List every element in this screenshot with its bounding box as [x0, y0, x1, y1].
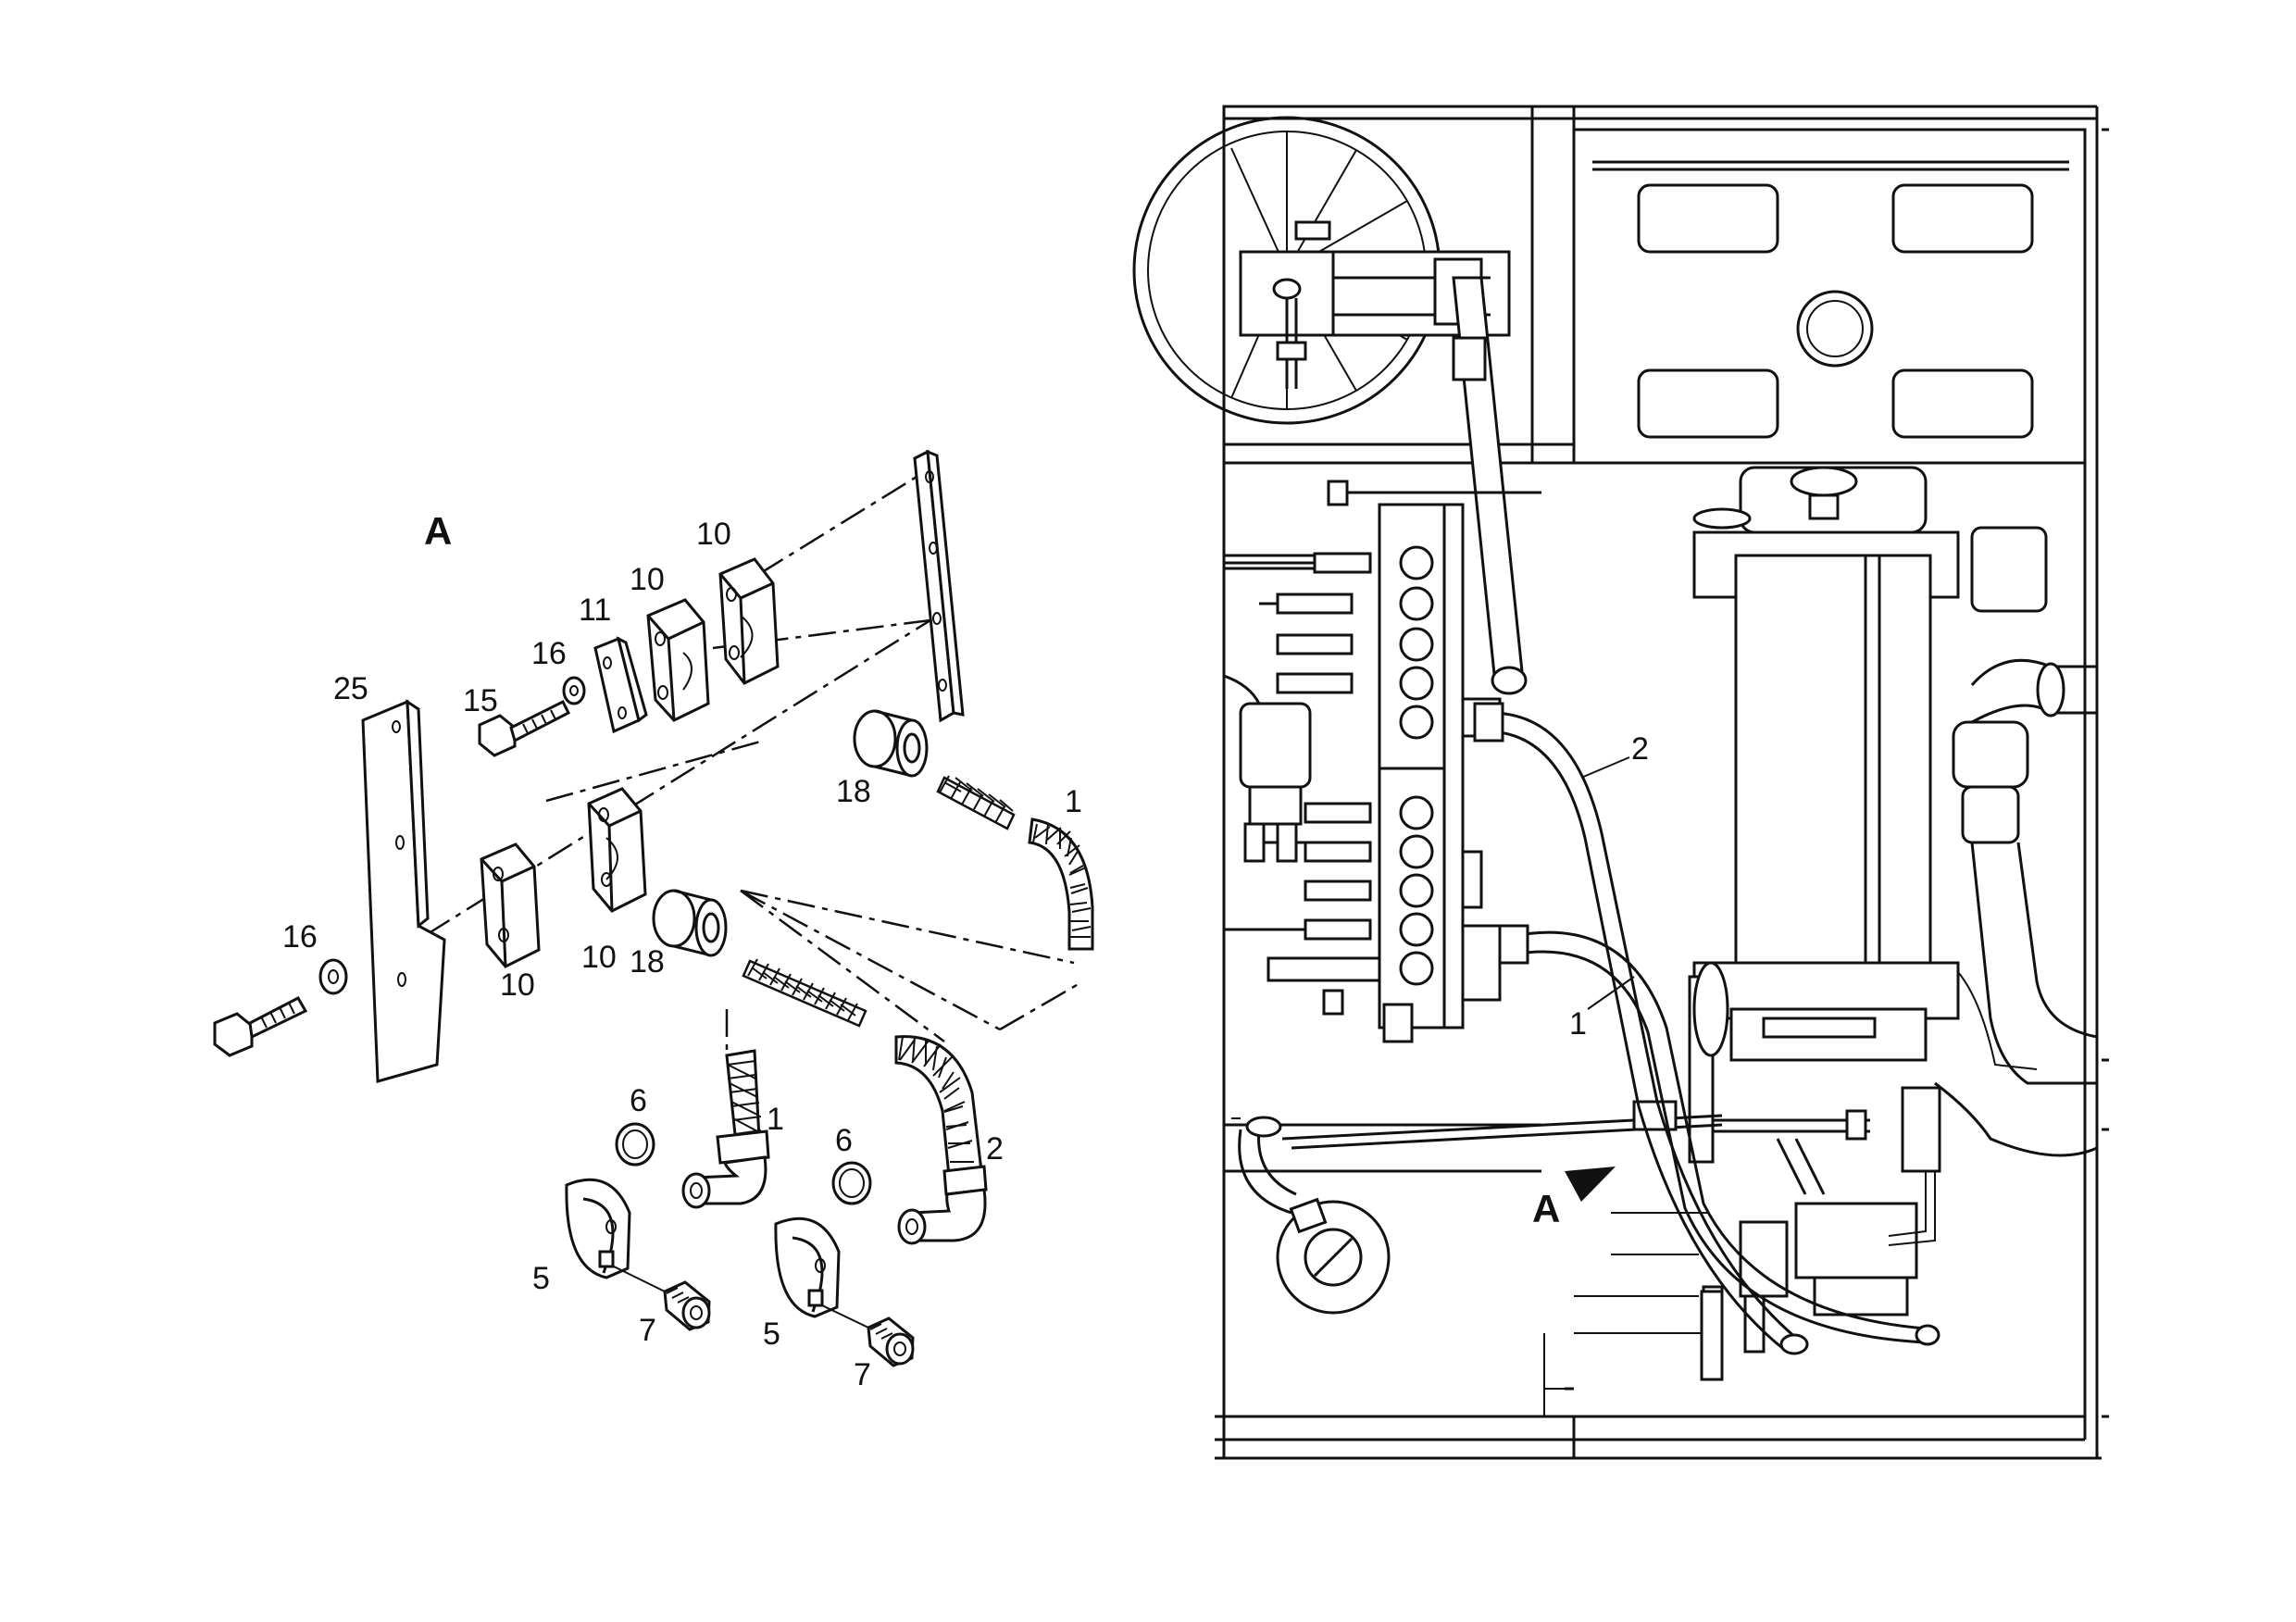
callout-hose-top: 1: [1065, 784, 1082, 819]
view-label-a: A: [424, 509, 452, 553]
fittings-upper: [1224, 552, 1372, 694]
actuator-left: [1223, 674, 1312, 863]
top-panel: [1572, 128, 2087, 465]
view-direction-arrow-icon: [1565, 1167, 1616, 1202]
assembly-center-lines: [425, 475, 1084, 1051]
valve-row-lower: [1399, 795, 1434, 986]
callout-washer-upper: 16: [531, 636, 567, 671]
callout-o-ring-right: 6: [835, 1123, 853, 1158]
installed-view: 2 1 A: [1132, 105, 2109, 1460]
clamp-half-left: [565, 1178, 631, 1279]
callout-clamp-right: 5: [763, 1316, 780, 1352]
view-direction-marker: A: [1532, 1187, 1560, 1230]
bracket-strip: [913, 449, 965, 723]
valve-row-upper: [1399, 545, 1434, 740]
bushing-upper: [853, 709, 929, 778]
clamp-block-d: [587, 787, 647, 913]
callout-o-ring-left: 6: [630, 1083, 647, 1118]
hose-armored-right: [894, 1035, 988, 1245]
callout-hose-right: 2: [986, 1131, 1004, 1167]
fittings-lower: [1224, 802, 1372, 941]
bolt-lower: [213, 996, 308, 1057]
exploded-view-a: A: [213, 449, 1094, 1392]
lower-assembly: [1224, 1086, 1941, 1381]
exhaust-assembly: [1934, 526, 2098, 1157]
plate: [593, 636, 648, 734]
screw-left: [663, 1280, 711, 1331]
callout-installed-hose-1: 1: [1569, 1006, 1587, 1042]
valve-manifold: [1222, 480, 1541, 1043]
clamp-block-c: [480, 842, 541, 968]
engine-block: [1688, 466, 1960, 1164]
callout-hose-left: 1: [767, 1102, 784, 1137]
hose-2-installed: [1473, 702, 1809, 1355]
hose-armored-top: [1028, 817, 1094, 951]
callout-plate: 11: [579, 593, 611, 628]
spiral-guard-lower: [742, 958, 867, 1028]
callout-clamp-left: 5: [532, 1261, 550, 1296]
clamp-half-right: [774, 1216, 841, 1318]
clamp-block-b: [718, 557, 780, 685]
screw-axis-left: [613, 1266, 666, 1292]
hose-armored-left: [681, 1049, 770, 1209]
callout-bushing-lower: 18: [630, 944, 665, 979]
callout-bushing-upper: 18: [836, 774, 871, 809]
callout-block-c: 10: [581, 940, 617, 975]
bolt-upper: [478, 699, 571, 757]
spiral-guard-upper: [936, 775, 1016, 830]
callout-screw-right: 7: [854, 1357, 871, 1392]
installed-callouts: 2 1 A: [1532, 731, 1649, 1230]
callout-labels: 25 15 16 11 10 10 10 10 18 18 1 16 6 6 1…: [282, 517, 1082, 1392]
callout-screw-left: 7: [639, 1313, 656, 1348]
callout-washer-lower: 16: [282, 919, 318, 954]
screw-right: [867, 1316, 915, 1367]
callout-installed-hose-2: 2: [1631, 731, 1649, 767]
mounting-bar: [361, 699, 446, 1083]
bushing-lower: [652, 889, 728, 957]
o-ring-right: [831, 1161, 872, 1205]
hose-1-installed: [1498, 924, 1940, 1346]
fan-assembly: [1132, 105, 1576, 465]
screw-axis-right: [821, 1304, 869, 1329]
callout-bar: 25: [333, 671, 368, 706]
callout-block-a: 10: [630, 562, 665, 597]
o-ring-left: [615, 1122, 655, 1167]
clamp-block-a: [646, 598, 710, 722]
callout-bolt-upper: 15: [463, 683, 498, 718]
washer-lower: [318, 958, 348, 995]
callout-block-d: 10: [500, 967, 535, 1003]
fan-hydraulic-line: [1452, 276, 1528, 695]
washer-upper: [562, 676, 586, 705]
callout-block-b: 10: [696, 517, 731, 552]
